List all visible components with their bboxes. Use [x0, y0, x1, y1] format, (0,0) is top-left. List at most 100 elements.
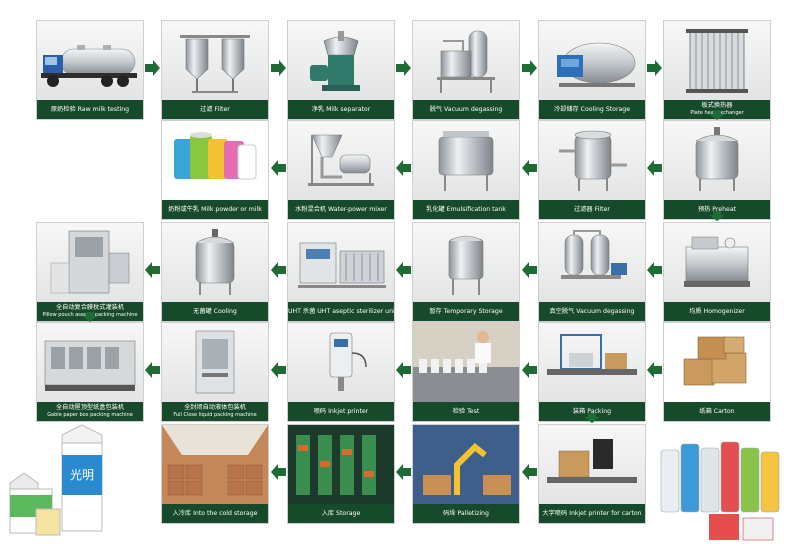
degasser-icon: [413, 21, 519, 100]
arrow-left-icon: [271, 160, 286, 176]
pouch-machine-icon: [37, 223, 143, 302]
step-palletizing: 码垛 Palletizing: [412, 424, 520, 524]
step-gable-box: 全自动屋顶型纸盒包装机 Gable paper box packing mach…: [36, 322, 144, 422]
carton-boxes-icon: [664, 323, 770, 402]
separator-icon: [288, 21, 394, 100]
step-label: 暂存 Temporary Storage: [413, 302, 519, 321]
step-label: 过滤 Filter: [162, 100, 268, 119]
arrow-left-icon: [396, 362, 411, 378]
step-label: 板式换热器 Plate heat exchanger: [664, 100, 770, 119]
step-pillow-pouch: 全自动复合膜枕式灌装机 Pillow pouch aseptic packing…: [36, 222, 144, 322]
inkjet-printer-icon: [288, 323, 394, 402]
arrow-left-icon: [522, 160, 537, 176]
arrow-left-icon: [522, 262, 537, 278]
step-label: 喷码 Inkjet printer: [288, 402, 394, 421]
cold-storage-icon: [162, 425, 268, 504]
arrow-left-icon: [522, 464, 537, 480]
arrow-right-icon: [145, 60, 160, 76]
step-temp-storage: 暂存 Temporary Storage: [412, 222, 520, 322]
step-label-cn: 全自动屋顶型纸盒包装机: [55, 404, 125, 411]
step-filter-2: 过滤器 Filter: [538, 120, 646, 220]
arrow-left-icon: [647, 160, 662, 176]
step-cold-storage: 入冷库 Into the cold storage: [161, 424, 269, 524]
twin-filter-icon: [162, 21, 268, 100]
step-label: 原奶检验 Raw milk testing: [37, 100, 143, 119]
preheat-tank-icon: [664, 121, 770, 200]
step-label: 全自动复合膜枕式灌装机 Pillow pouch aseptic packing…: [37, 302, 143, 321]
arrow-left-icon: [647, 262, 662, 278]
step-label: 装箱 Packing: [539, 402, 645, 421]
step-label: UHT 杀菌 UHT aseptic sterilizer unit: [288, 302, 394, 321]
step-label: 大字喷码 Inkjet printer for carton: [539, 504, 645, 523]
case-packer-icon: [539, 323, 645, 402]
step-powder-mixer: 水粉混合机 Water-power mixer: [287, 120, 395, 220]
arrow-right-icon: [522, 60, 537, 76]
step-label: 乳化罐 Emulsification tank: [413, 200, 519, 219]
emulsification-tank-icon: [413, 121, 519, 200]
milk-powder-cans-icon: [162, 121, 268, 200]
carton-printer-icon: [539, 425, 645, 504]
step-label: 奶粉或牛乳 Milk powder or milk: [162, 200, 268, 219]
arrow-left-icon: [271, 362, 286, 378]
step-milk-powder: 奶粉或牛乳 Milk powder or milk: [161, 120, 269, 220]
step-plate-exchanger: 板式换热器 Plate heat exchanger: [663, 20, 771, 120]
step-storage: 入库 Storage: [287, 424, 395, 524]
arrow-right-icon: [396, 60, 411, 76]
step-label: 入库 Storage: [288, 504, 394, 523]
carton-brand: 光明: [70, 468, 94, 482]
step-label: 脱气 Vacuum degassing: [413, 100, 519, 119]
storage-tank-icon: [413, 223, 519, 302]
step-label: 冷却储存 Cooling Storage: [539, 100, 645, 119]
step-inkjet-1: 喷码 Inkjet printer: [287, 322, 395, 422]
arrow-right-icon: [271, 60, 286, 76]
arrow-left-icon: [145, 362, 160, 378]
step-label: 真空脱气 Vacuum degassing: [539, 302, 645, 321]
step-full-close: 全封闭自动液体包装机 Full Close liquid packing mac…: [161, 322, 269, 422]
tanker-truck-icon: [37, 21, 143, 100]
arrow-left-icon: [396, 262, 411, 278]
step-carton: 纸箱 Carton: [663, 322, 771, 422]
step-label: 均质 Homogenizer: [664, 302, 770, 321]
step-homogenizer: 均质 Homogenizer: [663, 222, 771, 322]
uht-unit-icon: [288, 223, 394, 302]
gable-machine-icon: [37, 323, 143, 402]
arrow-left-icon: [271, 464, 286, 480]
step-label: 预热 Preheat: [664, 200, 770, 219]
step-inkjet-carton: 大字喷码 Inkjet printer for carton: [538, 424, 646, 524]
step-label: 码垛 Palletizing: [413, 504, 519, 523]
arrow-left-icon: [145, 262, 160, 278]
plate-exchanger-icon: [664, 21, 770, 100]
step-label-cn: 板式换热器: [701, 102, 733, 109]
milk-pouch-rolls-icon: [660, 441, 780, 541]
aseptic-tank-icon: [162, 223, 268, 302]
step-preheat: 预热 Preheat: [663, 120, 771, 220]
step-raw-milk: 原奶检验 Raw milk testing: [36, 20, 144, 120]
step-separator: 净乳 Milk separator: [287, 20, 395, 120]
step-label: 纸箱 Carton: [664, 402, 770, 421]
step-label: 入冷库 Into the cold storage: [162, 504, 268, 523]
vacuum-degasser-icon: [539, 223, 645, 302]
step-label-en: Plate heat exchanger: [690, 109, 744, 116]
step-filter-1: 过滤 Filter: [161, 20, 269, 120]
step-label: 净乳 Milk separator: [288, 100, 394, 119]
step-label: 无菌罐 Cooling: [162, 302, 268, 321]
arrow-left-icon: [522, 362, 537, 378]
step-emulsification: 乳化罐 Emulsification tank: [412, 120, 520, 220]
milk-carton-products-icon: 光明: [9, 424, 103, 536]
step-vacuum-degassing-2: 真空脱气 Vacuum degassing: [538, 222, 646, 322]
powder-mixer-icon: [288, 121, 394, 200]
arrow-left-icon: [396, 464, 411, 480]
arrow-left-icon: [271, 262, 286, 278]
step-label-cn: 全封闭自动液体包装机: [184, 404, 246, 411]
step-cooling: 无菌罐 Cooling: [161, 222, 269, 322]
homogenizer-icon: [664, 223, 770, 302]
arrow-left-icon: [647, 362, 662, 378]
step-label-en: Pillow pouch aseptic packing machine: [42, 311, 138, 318]
step-test: 检验 Test: [412, 322, 520, 422]
step-cooling-storage: 冷却储存 Cooling Storage: [538, 20, 646, 120]
step-label: 全封闭自动液体包装机 Full Close liquid packing mac…: [162, 402, 268, 421]
liquid-packer-icon: [162, 323, 268, 402]
step-label: 水粉混合机 Water-power mixer: [288, 200, 394, 219]
step-vacuum-degassing-1: 脱气 Vacuum degassing: [412, 20, 520, 120]
step-label-en: Full Close liquid packing machine: [173, 411, 257, 418]
